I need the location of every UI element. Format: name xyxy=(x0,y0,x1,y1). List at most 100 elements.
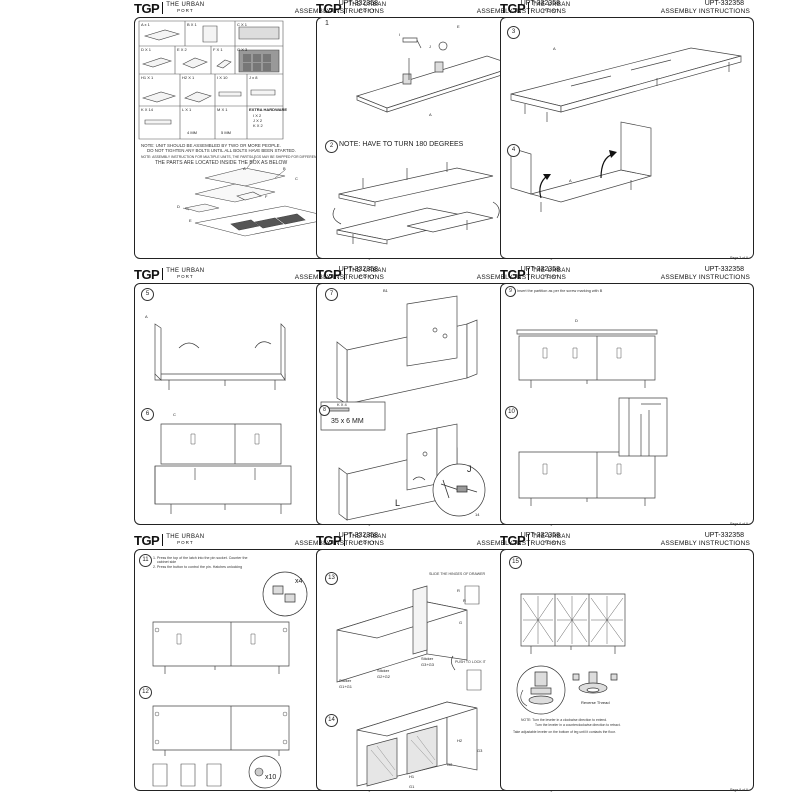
page-number: Page 3 of 9 xyxy=(730,256,748,260)
logo-tgp: TGP xyxy=(134,266,160,282)
label-j-step8: J xyxy=(467,464,472,474)
parts-cell-g: G X 3 xyxy=(237,47,248,52)
doc-title: ASSEMBLY INSTRUCTIONS xyxy=(660,8,750,15)
step-1-number: 1 xyxy=(325,20,329,27)
step-11-note-1: 1. Press the top of the latch into the p… xyxy=(153,556,248,560)
step-15-number: 15 xyxy=(509,556,522,569)
step-12-number: 12 xyxy=(139,686,152,699)
step-4-number: 4 xyxy=(507,144,520,157)
logo-port: PORT xyxy=(177,274,194,279)
logo-name: THE URBAN xyxy=(166,534,205,540)
logo-name: THE URBAN xyxy=(348,534,387,540)
parts-cell-l: L X 1 xyxy=(182,107,192,112)
step-5-6-diagram xyxy=(135,284,387,524)
doc-title: ASSEMBLY INSTRUCTIONS xyxy=(476,8,566,15)
parts-cell-b: B X 1 xyxy=(187,22,197,27)
logo-port: PORT xyxy=(359,274,376,279)
m-size: 5 MM xyxy=(221,130,231,135)
label-a: A xyxy=(429,112,432,117)
sticker-1-label: Sticker xyxy=(339,678,352,683)
step-8-number: 8 xyxy=(319,405,330,416)
slide-hinges-note: SLIDE THE HINGES OF DRAWER xyxy=(429,572,486,576)
label-h2: H2 xyxy=(457,738,463,743)
step-3-number: 3 xyxy=(507,26,520,39)
doc-title: ASSEMBLY INSTRUCTIONS xyxy=(294,540,384,547)
leveler-note-floor: Take adjustable leveler on the bottom of… xyxy=(513,730,616,734)
label-a-step5: A xyxy=(145,314,148,319)
parts-cell-c: C X 1 xyxy=(237,22,248,27)
extra-hardware-i: I X 2 xyxy=(253,113,262,118)
logo-name: THE URBAN xyxy=(532,2,571,8)
parts-cell-h1: H1 X 1 xyxy=(141,75,154,80)
product-code: UPT-332358 xyxy=(338,532,378,539)
note-two-people: NOTE: UNIT SHOULD BE ASSEMBLED BY TWO OR… xyxy=(141,143,281,148)
label-g: G xyxy=(459,620,463,625)
logo-tgp: TGP xyxy=(500,266,526,282)
logo-tgp: TGP xyxy=(500,532,526,548)
parts-cell-h2: H2 X 1 xyxy=(182,75,195,80)
doc-title: ASSEMBLY INSTRUCTIONS xyxy=(294,274,384,281)
box-label-f: F xyxy=(265,194,268,199)
step-10-number: 10 xyxy=(505,406,518,419)
logo-tgp: TGP xyxy=(134,0,160,16)
label-i: I xyxy=(399,32,401,37)
note-multiple-units: NOTE: ASSEMBLY INSTRUCTION FOR MULTIPLE … xyxy=(141,155,330,159)
parts-cell-f: F X 1 xyxy=(213,47,223,52)
step-11-note-2: 2. Press the button to control the pin. … xyxy=(153,565,243,569)
doc-title: ASSEMBLY INSTRUCTIONS xyxy=(660,274,750,281)
screw-count: K X 4 xyxy=(337,402,347,407)
parts-cell-d: D X 1 xyxy=(141,47,152,52)
step-11-note-1b: cabinet side xyxy=(157,560,177,564)
label-g1: G1 xyxy=(409,784,415,789)
logo-tgp: TGP xyxy=(134,532,160,548)
step-6-number: 6 xyxy=(141,408,154,421)
extra-hardware-k: K X 2 xyxy=(253,123,263,128)
sticker-3-label: Sticker xyxy=(421,656,434,661)
step-9-note: Insert the partition as per the screw ma… xyxy=(517,289,603,293)
sticker-3-value: G3+G3 xyxy=(421,662,435,667)
logo-port: PORT xyxy=(177,8,194,13)
page-number: Page 9 of 9 xyxy=(730,788,748,792)
count-x4: x4 xyxy=(295,578,303,585)
sticker-2-label: Sticker xyxy=(377,668,390,673)
logo-name: THE URBAN xyxy=(166,268,205,274)
step-5-number: 5 xyxy=(141,288,154,301)
doc-title: ASSEMBLY INSTRUCTIONS xyxy=(294,8,384,15)
logo-name: THE URBAN xyxy=(532,534,571,540)
reverse-thread-label: Reverse Thread xyxy=(581,700,610,705)
l-size: 4 MM xyxy=(187,130,197,135)
page-number: Page 6 of 9 xyxy=(730,522,748,526)
leveler-note-extend: NOTE: Turn the leveler in a clockwise di… xyxy=(521,718,608,722)
label-l-step8: L xyxy=(395,498,401,508)
logo-port: PORT xyxy=(543,540,560,545)
box-label-a: A xyxy=(243,166,246,171)
logo-tgp: TGP xyxy=(316,266,342,282)
label-14-step8: 14 xyxy=(475,512,480,517)
step-9-10-diagram xyxy=(501,284,753,524)
parts-cell-extra: EXTRA HARDWARE xyxy=(249,107,288,112)
label-a-step3: A xyxy=(553,46,556,51)
box-label-c: C xyxy=(295,176,298,181)
label-c-step6: C xyxy=(173,412,176,417)
logo-port: PORT xyxy=(359,8,376,13)
leveler-note-retract: Turn the leveler in a counterclockwise d… xyxy=(535,723,621,727)
box-label-d: D xyxy=(177,204,180,209)
label-g2: G2 xyxy=(447,762,453,767)
step-11-12-diagram xyxy=(135,550,387,790)
step-7-8-diagram xyxy=(317,284,569,524)
step-2-number: 2 xyxy=(325,140,338,153)
doc-title: ASSEMBLY INSTRUCTIONS xyxy=(476,274,566,281)
box-label-e: E xyxy=(189,218,192,223)
parts-cell-m: M X 1 xyxy=(217,107,228,112)
step-13-14-diagram xyxy=(317,550,569,790)
label-b1: B1 xyxy=(383,288,388,293)
logo-port: PORT xyxy=(543,274,560,279)
step-7-number: 7 xyxy=(325,288,338,301)
logo-port: PORT xyxy=(543,8,560,13)
logo-tgp: TGP xyxy=(316,532,342,548)
